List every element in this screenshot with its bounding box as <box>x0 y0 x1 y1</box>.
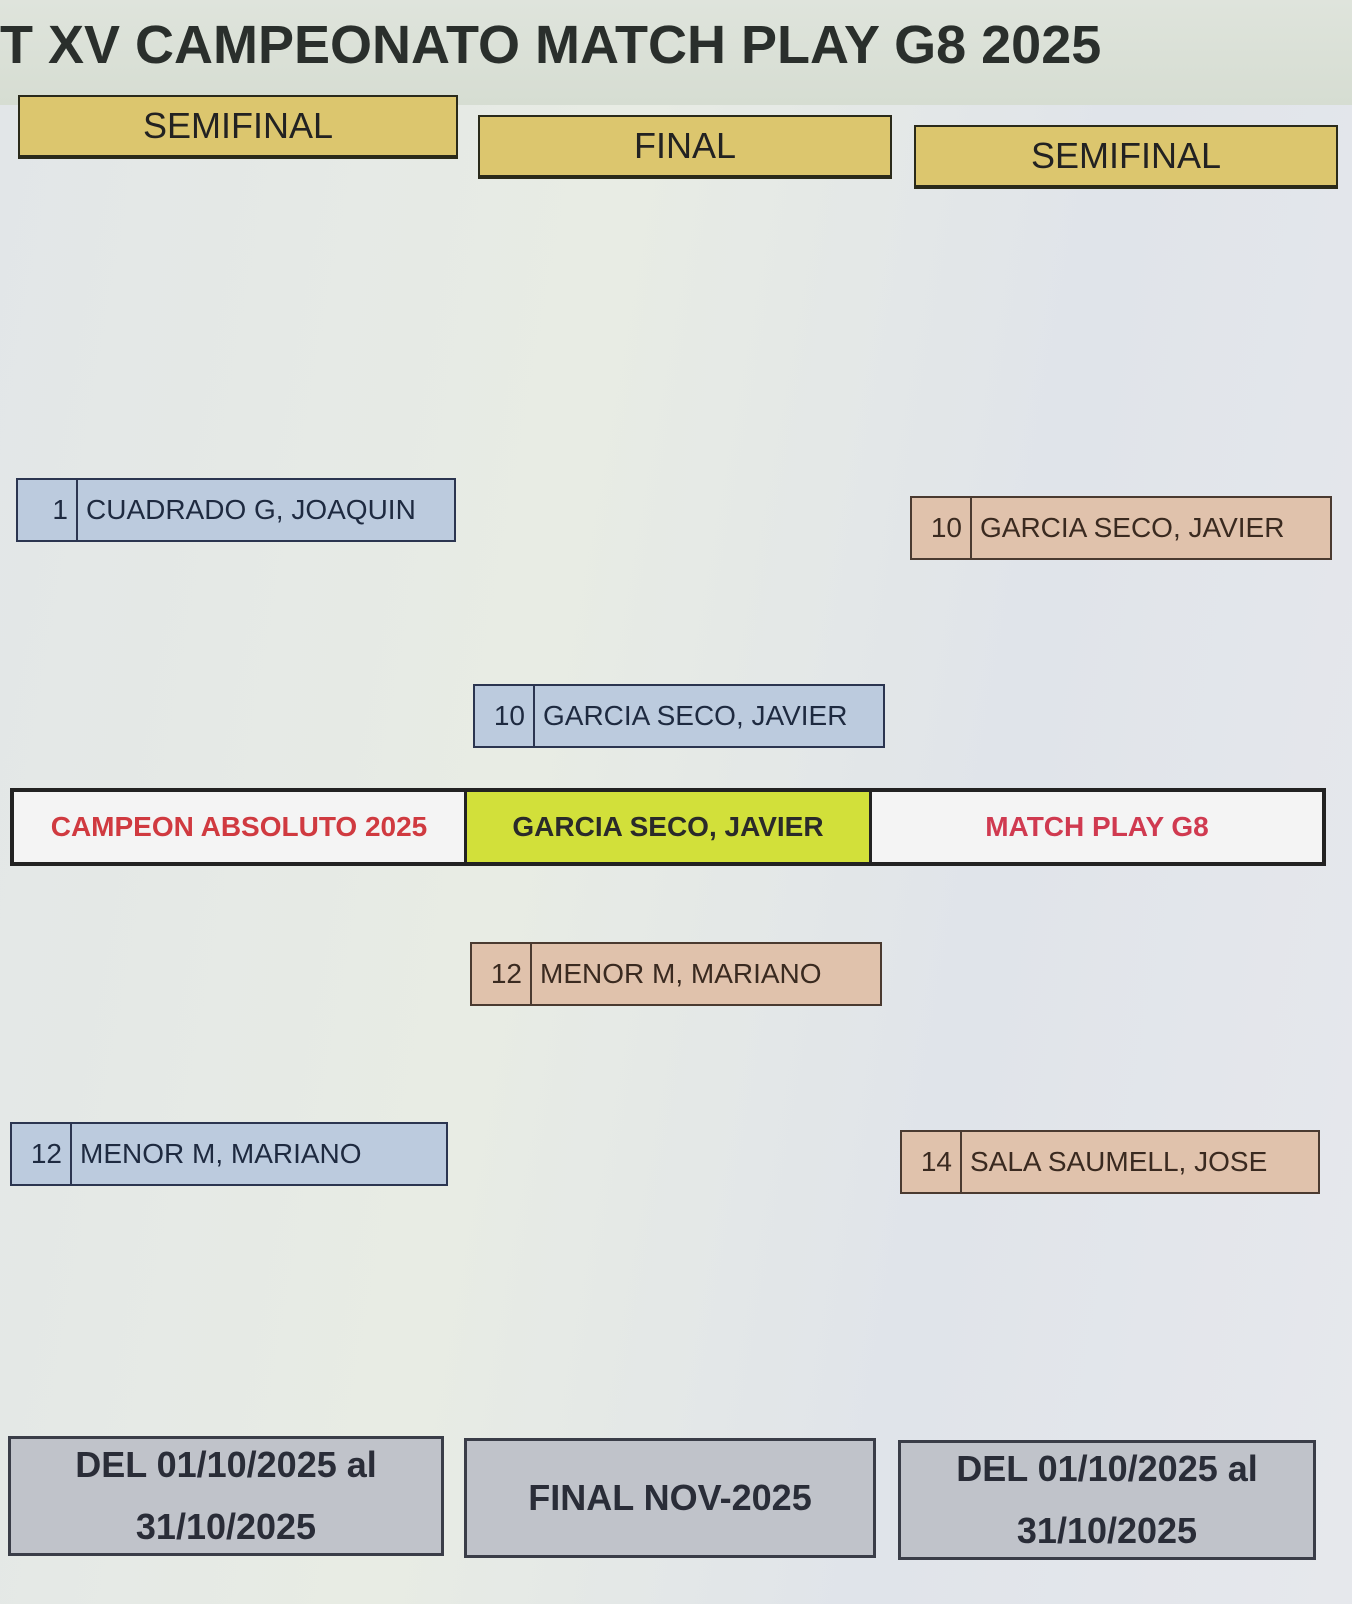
seed: 1 <box>18 480 78 540</box>
date-center: FINAL NOV-2025 <box>464 1438 876 1558</box>
date-right: DEL 01/10/2025 al 31/10/2025 <box>898 1440 1316 1560</box>
date-line: DEL 01/10/2025 al <box>75 1444 377 1485</box>
player-name: MENOR M, MARIANO <box>540 958 822 989</box>
champion-tag: MATCH PLAY G8 <box>985 811 1209 842</box>
bracket-slot-left-2: 12 MENOR M, MARIANO <box>10 1122 448 1186</box>
bracket-slot-right-2: 14 SALA SAUMELL, JOSE <box>900 1130 1320 1194</box>
bracket-slot-final-2: 12 MENOR M, MARIANO <box>470 942 882 1006</box>
player-name: MENOR M, MARIANO <box>80 1138 362 1169</box>
player-name: GARCIA SECO, JAVIER <box>543 700 848 731</box>
bracket-slot-final-1: 10 GARCIA SECO, JAVIER <box>473 684 885 748</box>
seed: 10 <box>475 686 535 746</box>
seed: 10 <box>912 498 972 558</box>
seed: 12 <box>472 944 532 1004</box>
date-left: DEL 01/10/2025 al 31/10/2025 <box>8 1436 444 1556</box>
round-header-final: FINAL <box>478 115 892 179</box>
bracket-slot-right-1: 10 GARCIA SECO, JAVIER <box>910 496 1332 560</box>
champion-label: CAMPEON ABSOLUTO 2025 <box>14 792 467 862</box>
date-line: DEL 01/10/2025 al <box>956 1448 1258 1489</box>
round-header-left-semifinal: SEMIFINAL <box>18 95 458 159</box>
date-line: 31/10/2025 <box>135 1506 317 1547</box>
champion-row: CAMPEON ABSOLUTO 2025 GARCIA SECO, JAVIE… <box>10 788 1326 866</box>
seed: 12 <box>12 1124 72 1184</box>
date-line: 31/10/2025 <box>1016 1510 1198 1551</box>
player-name: SALA SAUMELL, JOSE <box>970 1146 1268 1177</box>
round-header-right-semifinal: SEMIFINAL <box>914 125 1338 189</box>
champion-name: GARCIA SECO, JAVIER <box>467 792 872 862</box>
seed: 14 <box>902 1132 962 1192</box>
player-name: GARCIA SECO, JAVIER <box>980 512 1285 543</box>
page-title: T XV CAMPEONATO MATCH PLAY G8 2025 <box>0 0 1352 105</box>
bracket-slot-left-1: 1 CUADRADO G, JOAQUIN <box>16 478 456 542</box>
player-name: CUADRADO G, JOAQUIN <box>86 494 416 525</box>
